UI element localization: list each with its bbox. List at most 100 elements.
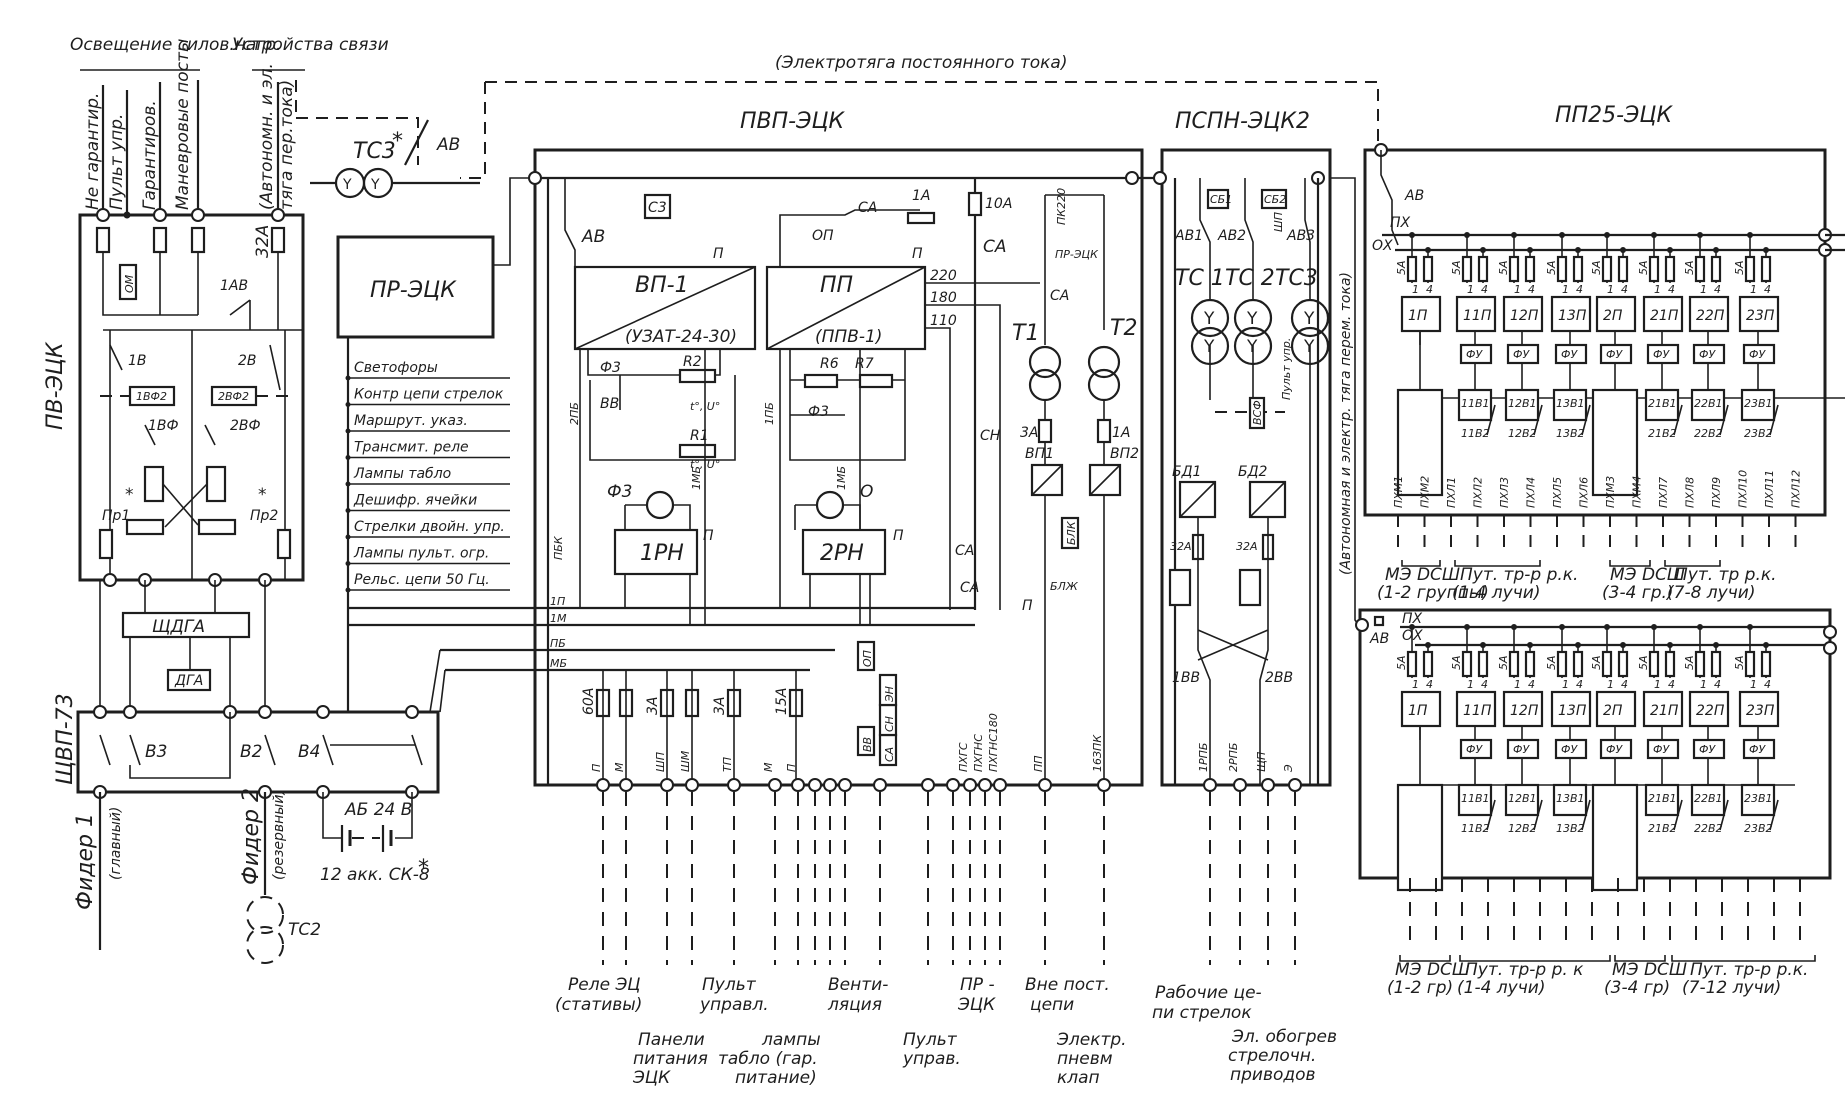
fuse — [1556, 255, 1568, 283]
junction-dot — [345, 508, 351, 513]
terminal — [978, 778, 992, 792]
channel-block — [1738, 690, 1780, 728]
channel-block — [1595, 690, 1637, 728]
relay-label: 23В1 — [1744, 397, 1773, 410]
terminal-label: ПХЛ9 — [1710, 477, 1723, 508]
relay-label: 13В2 — [1556, 822, 1585, 835]
junction-dot — [1667, 247, 1673, 253]
fu-label: ФУ — [1653, 743, 1670, 756]
pspn-side-note: (Автономная и электр. тяга перем. тока) — [1338, 272, 1354, 575]
pr-eck-feed — [493, 177, 535, 266]
pin-label: 1 — [1654, 678, 1661, 691]
relay-label: 21В2 — [1648, 427, 1677, 440]
switch-1av: 1АВ — [220, 278, 248, 294]
junction-dot — [1425, 642, 1431, 648]
group-contact — [1396, 388, 1444, 497]
relay-switch — [1673, 404, 1683, 436]
svg-text:СА: СА — [883, 747, 896, 762]
group-contact — [1591, 783, 1639, 892]
svg-text:ВП2: ВП2 — [1110, 446, 1139, 462]
junction-dot — [1511, 232, 1517, 238]
shdga-label: ЩДГА — [152, 617, 205, 637]
fuse-label: 5А — [1450, 655, 1463, 670]
svg-text:*: * — [392, 129, 403, 154]
pin-label: 4 — [1621, 283, 1628, 296]
terminal-label: ПХЛ8 — [1684, 477, 1697, 508]
terminal — [1261, 778, 1275, 792]
fuse — [1572, 650, 1584, 678]
fuse — [1461, 255, 1473, 283]
junction-dot — [345, 428, 351, 434]
svg-text:ТС 1: ТС 1 — [1175, 266, 1225, 291]
fu-label: ФУ — [1699, 743, 1716, 756]
junction-dot — [345, 534, 351, 540]
fuse — [1648, 650, 1660, 678]
fu-block — [1459, 343, 1493, 365]
svg-text:2ВВ: 2ВВ — [1265, 670, 1293, 686]
pp25b-terminal — [1355, 618, 1369, 632]
terminal — [1038, 778, 1052, 792]
bottom-labels: Реле ЭЦ (стативы) Панели питания ЭЦК Пул… — [555, 975, 1337, 1088]
svg-text:1П: 1П — [550, 595, 565, 608]
terminal-label: М — [613, 762, 626, 772]
terminal-label: М — [762, 762, 775, 772]
fu-block — [1692, 738, 1726, 760]
channel-block — [1738, 295, 1780, 333]
relay-contact — [1644, 388, 1680, 422]
terminal — [921, 778, 935, 792]
fuse-label: 5А — [1450, 260, 1463, 275]
relay-switch — [1673, 799, 1683, 831]
vp1-sub: (УЗАТ-24-30) — [625, 327, 737, 347]
svg-text:2В: 2В — [238, 353, 257, 369]
ch-label: СН — [980, 428, 1001, 444]
fuse — [1710, 255, 1722, 283]
relay-label: 13В2 — [1556, 427, 1585, 440]
relay-label: 22В2 — [1694, 427, 1723, 440]
junction-dot — [345, 587, 351, 593]
svg-text:СБ2: СБ2 — [1264, 193, 1286, 206]
pp25-px: ПХ — [1390, 215, 1411, 231]
junction-dot — [1409, 232, 1415, 238]
fu-block — [1554, 738, 1588, 760]
terminal-label: ПХЛ5 — [1551, 477, 1564, 508]
svg-text:1МБ: 1МБ — [690, 466, 703, 490]
junction-dot — [1747, 232, 1753, 238]
feed-label: Не гарантир. — [83, 93, 103, 210]
terminal — [993, 778, 1007, 792]
group-brace — [1671, 955, 1816, 962]
fu-label: ФУ — [1749, 348, 1766, 361]
fuse — [1461, 650, 1473, 678]
fuse-label: 5А — [1590, 655, 1603, 670]
pin-label: 4 — [1481, 283, 1488, 296]
svg-text:1ВВ: 1ВВ — [1172, 670, 1200, 686]
fuse-label: 3А — [645, 697, 661, 715]
fuse-label: 5А — [1395, 655, 1408, 670]
svg-text:Пр1: Пр1 — [102, 508, 130, 524]
junction-dot — [1713, 642, 1719, 648]
fuse — [1648, 255, 1660, 283]
dga-label: ДГА — [174, 673, 203, 689]
pp-regulator: R6 R7 Ф3 — [789, 349, 906, 461]
relay-contact — [1552, 388, 1588, 422]
group-label: (1-2 гр) — [1387, 978, 1453, 998]
pin-label: 4 — [1576, 283, 1583, 296]
fu-label: ФУ — [1606, 743, 1623, 756]
pp-sub: (ППВ-1) — [815, 327, 882, 347]
channel-block — [1550, 690, 1592, 728]
fuse — [1406, 255, 1418, 283]
group-brace — [1664, 560, 1721, 567]
svg-text:Ф3: Ф3 — [607, 482, 632, 502]
fuse — [1422, 650, 1434, 678]
channel-block-label: 13П — [1558, 703, 1587, 719]
terminal-label: ПХЛ11 — [1763, 470, 1776, 508]
relay-contact — [1457, 388, 1493, 422]
pp25-top-box — [1363, 148, 1827, 517]
channel-block-label: 22П — [1696, 308, 1725, 324]
pin-label: 4 — [1668, 283, 1675, 296]
p-label: П — [912, 246, 923, 262]
fu-label: ФУ — [1749, 743, 1766, 756]
svg-text:приводов: приводов — [1230, 1065, 1316, 1085]
